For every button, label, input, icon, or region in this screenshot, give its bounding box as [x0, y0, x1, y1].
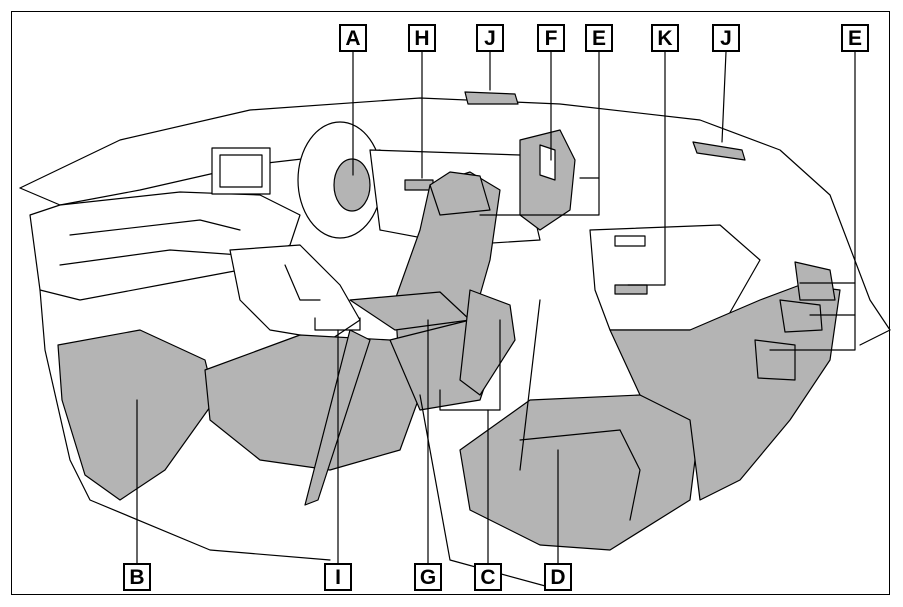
dash-trim — [69, 219, 241, 236]
callout-i: I — [324, 563, 352, 591]
leader-e-top — [479, 51, 600, 216]
callout-f: F — [537, 24, 565, 52]
rear-headrest-3 — [754, 339, 796, 381]
dashboard — [29, 191, 301, 301]
callout-g: G — [414, 563, 442, 591]
leader-c-2 — [487, 319, 501, 411]
leader-i — [314, 317, 339, 564]
roof-outline — [19, 97, 891, 346]
callout-j-left: J — [476, 24, 504, 52]
rear-seat-back — [609, 284, 841, 501]
callout-d: D — [544, 563, 572, 591]
center-console — [229, 244, 361, 341]
callout-a: A — [339, 24, 367, 52]
leader-j-right — [721, 51, 727, 143]
windshield-lower-edge — [19, 149, 381, 206]
callout-c: C — [474, 563, 502, 591]
callout-h: H — [408, 24, 436, 52]
callout-e-right: E — [841, 24, 869, 52]
dash-line — [59, 249, 241, 266]
leader-e-right — [769, 51, 856, 351]
rear-headrest-1 — [794, 261, 836, 301]
leader-c — [439, 389, 489, 564]
callout-b: B — [123, 563, 151, 591]
callout-k: K — [651, 24, 679, 52]
front-seat-cushion — [204, 334, 421, 471]
callout-e-top: E — [585, 24, 613, 52]
rear-seat-cushion — [459, 394, 701, 551]
leader-i-2 — [337, 317, 361, 331]
grab-handle-right — [692, 141, 746, 161]
grab-handle-left — [464, 91, 519, 105]
rear-headrest-2 — [779, 299, 823, 333]
leader-k — [627, 51, 666, 286]
seat-side-c — [459, 289, 516, 396]
left-door-edge — [39, 289, 331, 561]
front-headrest — [429, 171, 491, 216]
rear-floor-line — [419, 394, 561, 591]
callout-j-right: J — [712, 24, 740, 52]
